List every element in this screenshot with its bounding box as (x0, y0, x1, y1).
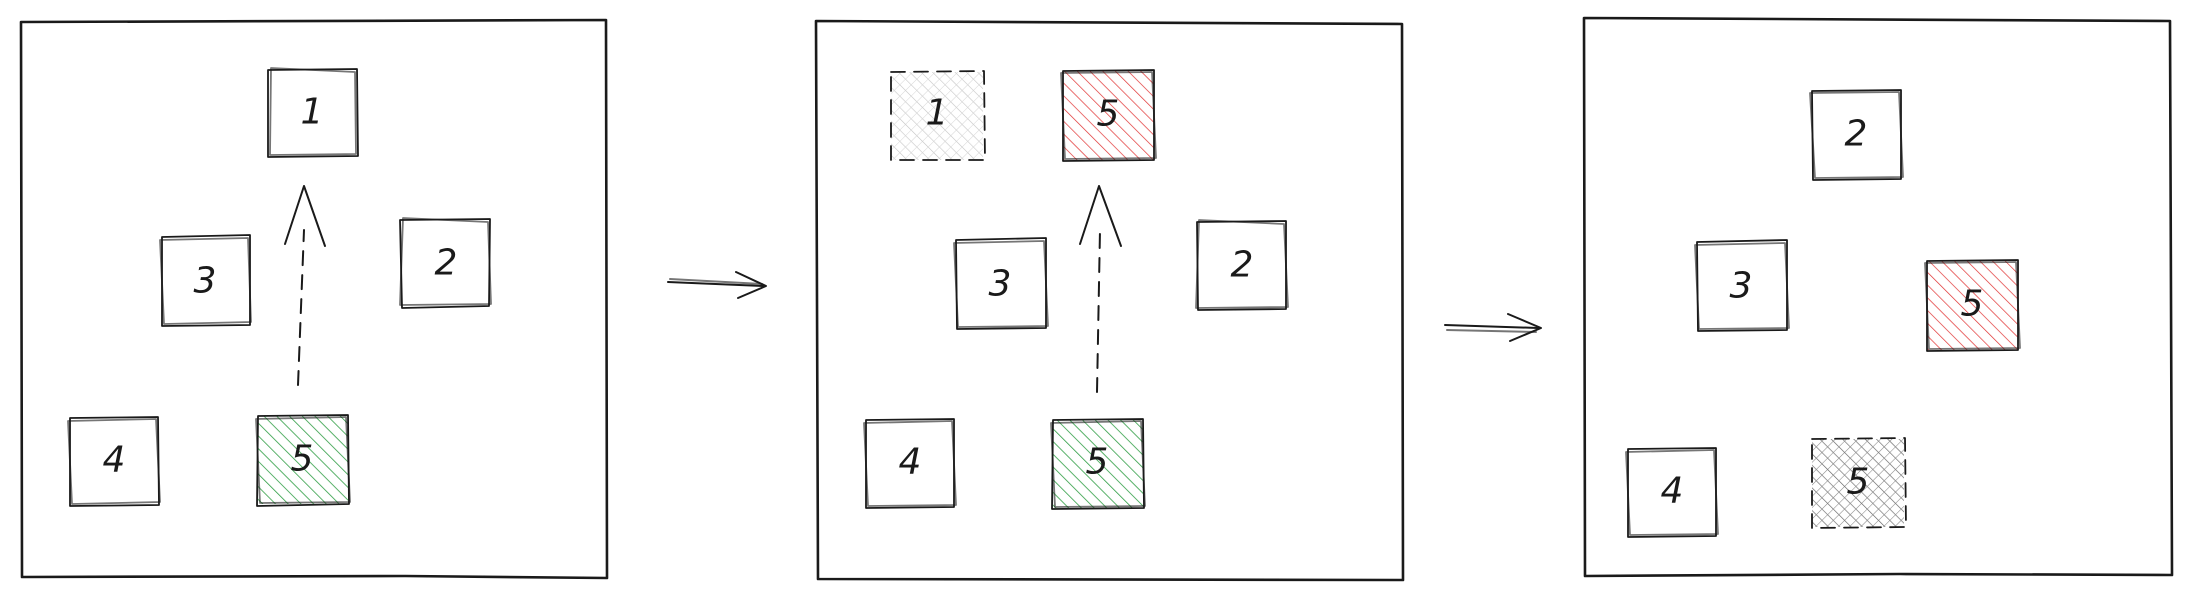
panel-2-box-3: 3 (953, 237, 1049, 330)
panel-1-box-2-label: 2 (435, 243, 458, 284)
panel-2-box-5-green-label: 5 (1086, 442, 1109, 483)
panel-1-box-4: 4 (67, 416, 161, 507)
panel-3-box-2: 2 (1809, 89, 1904, 181)
panel-3-box-5-red-label: 5 (1961, 284, 1984, 325)
panel-1-frame (19, 18, 609, 580)
transition-arrow-2 (1444, 313, 1542, 342)
panel-2-box-4-label: 4 (899, 442, 922, 483)
panel-1-box-1: 1 (267, 67, 359, 158)
panel-3-box-2-label: 2 (1845, 114, 1868, 155)
panel-2-box-5-red-label: 5 (1097, 94, 1120, 135)
panel-1-box-5-label: 5 (291, 439, 314, 480)
panel-2-box-5-green: 5 (1050, 418, 1146, 510)
panel-1-dashed-arrow (284, 185, 326, 386)
transition-arrow-1 (667, 271, 767, 299)
panel-3-frame (1582, 16, 2174, 578)
panel-1-box-3-label: 3 (194, 261, 217, 302)
panel-3: 2 3 5 4 5 (1582, 16, 2174, 578)
panel-1-box-3: 3 (159, 234, 252, 327)
panel-1-box-2: 2 (399, 217, 492, 309)
panel-1-box-4-label: 4 (103, 440, 126, 481)
panel-3-box-4: 4 (1625, 447, 1719, 538)
panel-2-frame (814, 19, 1405, 582)
panel-3-box-3-label: 3 (1730, 266, 1753, 307)
panel-3-box-5-red: 5 (1924, 259, 2021, 352)
panel-3-box-3: 3 (1694, 239, 1790, 332)
panel-1: 1 3 2 4 5 (19, 18, 609, 580)
panel-2-box-3-label: 3 (989, 264, 1012, 305)
panel-2-box-2-label: 2 (1231, 245, 1254, 286)
panel-1-box-1-label: 1 (301, 92, 324, 133)
panel-2-box-2: 2 (1195, 219, 1289, 311)
panel-2-dashed-arrow (1079, 185, 1122, 393)
panel-1-box-5-green: 5 (255, 414, 351, 507)
panel-3-box-5-ghost: 5 (1811, 437, 1907, 529)
panel-2: 1 5 3 2 4 (814, 19, 1405, 582)
panel-2-box-5-red: 5 (1060, 69, 1157, 162)
panel-2-box-1-label: 1 (926, 93, 949, 134)
panel-3-box-5-ghost-label: 5 (1847, 462, 1870, 503)
panel-3-box-4-label: 4 (1661, 471, 1684, 512)
panel-2-box-4: 4 (863, 418, 957, 509)
panel-2-box-1-ghost: 1 (890, 70, 986, 161)
